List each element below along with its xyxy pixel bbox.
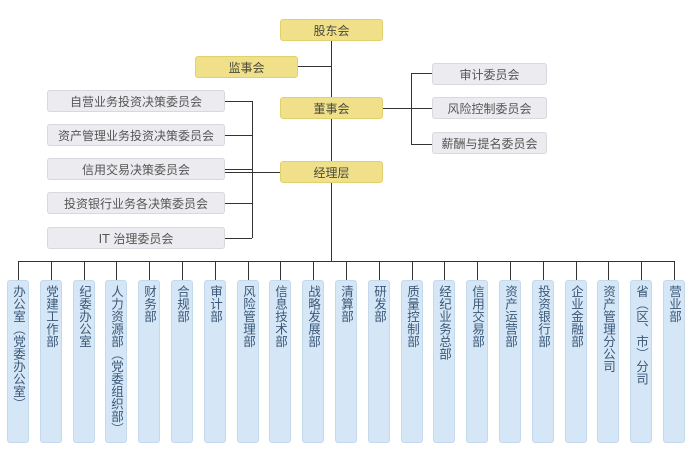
department-node: 资产运营部 [499, 280, 521, 443]
department-tick [280, 261, 281, 280]
department-node: 投资银行部 [532, 280, 554, 443]
department-tick [510, 261, 511, 280]
department-tick [313, 261, 314, 280]
department-tick [149, 261, 150, 280]
board-committee-bracket [411, 73, 412, 145]
department-tick [18, 261, 19, 280]
department-node: 信用交易部 [466, 280, 488, 443]
board-committee-connector [383, 108, 411, 109]
board-committee: 薪酬与提名委员会 [432, 132, 547, 154]
management-node: 经理层 [280, 161, 383, 183]
bracket-tick [225, 203, 252, 204]
supervisor-connector [298, 66, 331, 67]
department-node: 质量控制部 [401, 280, 423, 443]
management-committee-connector [225, 172, 280, 173]
department-node: 党建工作部 [40, 280, 62, 443]
department-node: 省（区、市）分司 [630, 280, 652, 443]
department-node: 清算部 [335, 280, 357, 443]
department-tick [412, 261, 413, 280]
department-node: 资产管理分公司 [597, 280, 619, 443]
department-tick [576, 261, 577, 280]
department-node: 企业金融部 [565, 280, 587, 443]
management-committee-bracket [252, 101, 253, 238]
bracket-tick [225, 101, 252, 102]
department-node: 办公室（党委办公室） [7, 280, 29, 443]
department-node: 战略发展部 [302, 280, 324, 443]
board-committee: 风险控制委员会 [432, 97, 547, 119]
department-tick [215, 261, 216, 280]
supervisors-node: 监事会 [195, 56, 298, 78]
department-tick [84, 261, 85, 280]
management-committee: 信用交易决策委员会 [47, 158, 225, 180]
department-node: 研发部 [368, 280, 390, 443]
bracket-tick [411, 144, 432, 145]
board-committee: 审计委员会 [432, 63, 547, 85]
department-tick [116, 261, 117, 280]
department-node: 财务部 [138, 280, 160, 443]
shareholders-node: 股东会 [280, 19, 383, 41]
department-tick [674, 261, 675, 280]
department-node: 经纪业务总部 [433, 280, 455, 443]
department-tick [182, 261, 183, 280]
department-tick [608, 261, 609, 280]
bracket-tick [225, 169, 252, 170]
department-tick [379, 261, 380, 280]
department-node: 风险管理部 [237, 280, 259, 443]
department-node: 营业部 [663, 280, 685, 443]
department-tick [477, 261, 478, 280]
department-tick [346, 261, 347, 280]
management-committee: IT 治理委员会 [47, 227, 225, 249]
bracket-tick [411, 73, 432, 74]
department-tick [641, 261, 642, 280]
bracket-tick [225, 238, 252, 239]
department-tick [543, 261, 544, 280]
department-node: 合规部 [171, 280, 193, 443]
department-node: 审计部 [204, 280, 226, 443]
department-tick [51, 261, 52, 280]
board-node: 董事会 [280, 97, 383, 119]
management-committee: 资产管理业务投资决策委员会 [47, 124, 225, 146]
main-trunk-line [331, 40, 332, 261]
department-tick [248, 261, 249, 280]
department-node: 信息技术部 [269, 280, 291, 443]
department-node: 纪委办公室 [73, 280, 95, 443]
management-committee: 投资银行业务各决策委员会 [47, 192, 225, 214]
management-committee: 自营业务投资决策委员会 [47, 90, 225, 112]
department-tick [444, 261, 445, 280]
bracket-tick [411, 108, 432, 109]
department-node: 人力资源部（党委组织部） [105, 280, 127, 443]
bracket-tick [225, 135, 252, 136]
